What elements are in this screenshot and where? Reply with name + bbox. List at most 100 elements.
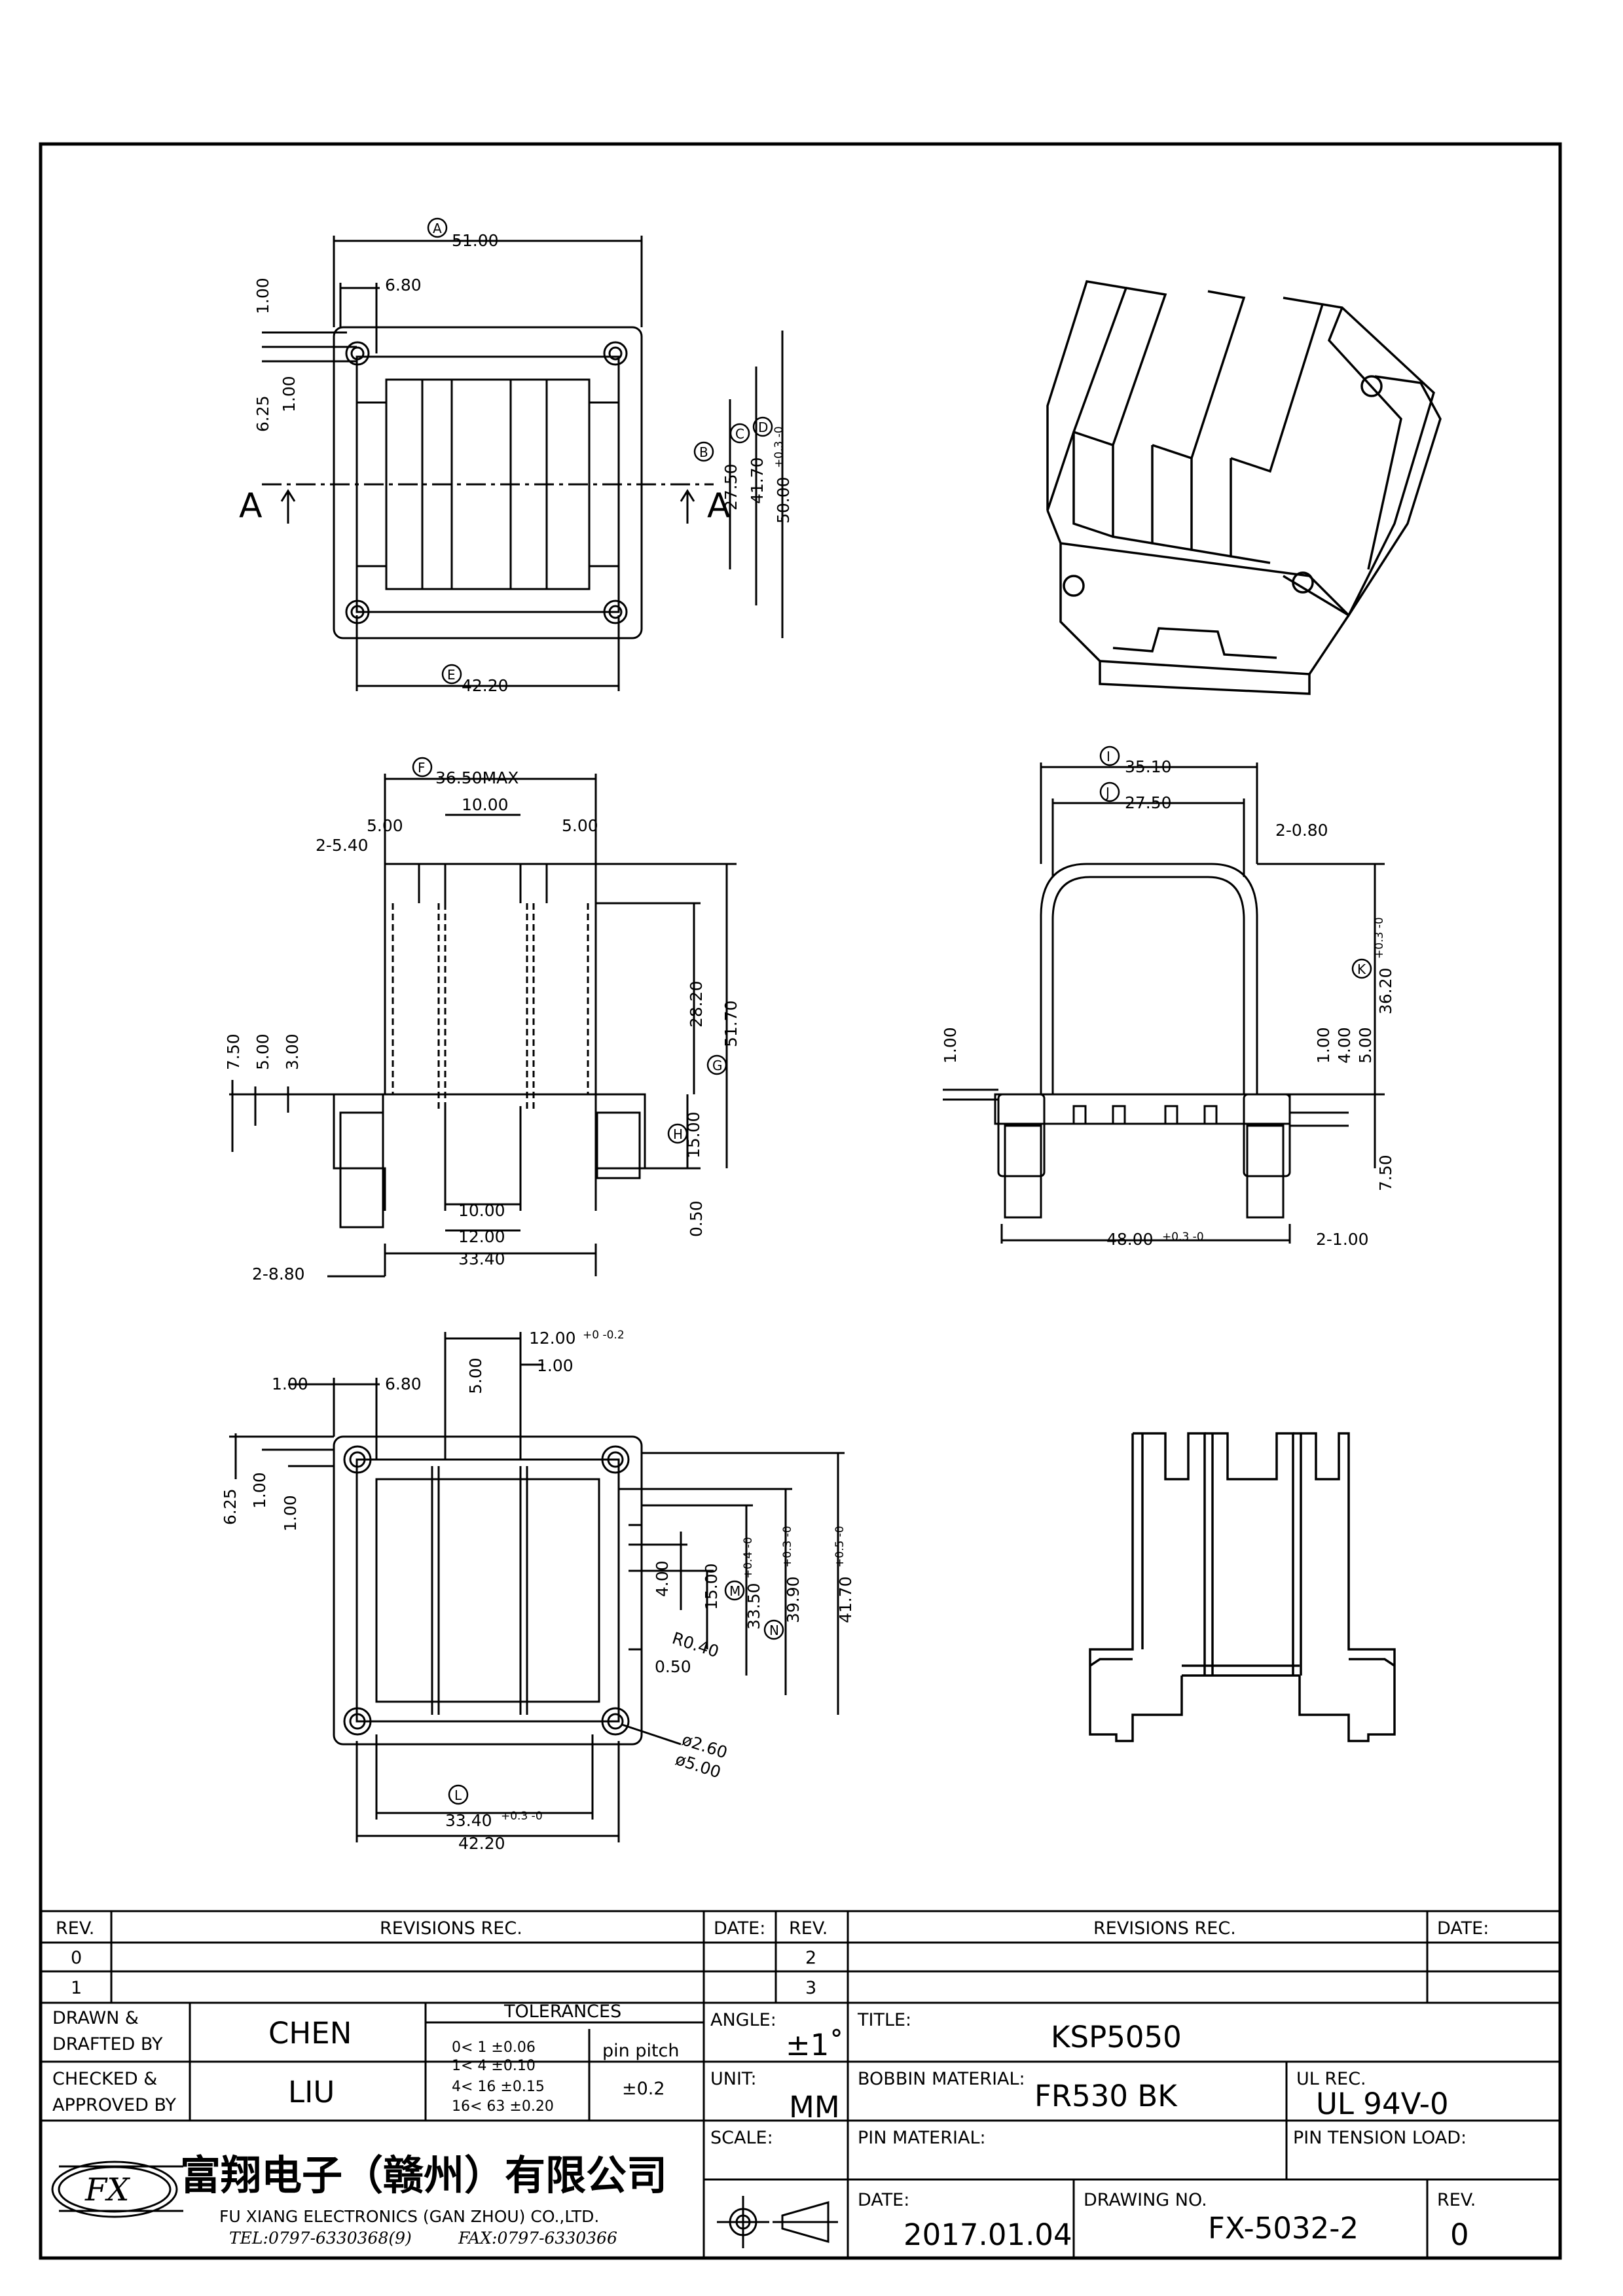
title-label: TITLE: [857, 2010, 911, 2030]
svg-text:K: K [1357, 961, 1366, 977]
svg-text:J: J [1104, 785, 1110, 800]
svg-text:N: N [769, 1623, 779, 1638]
drawn-value: CHEN [268, 2016, 352, 2051]
bottom-view-labels: 12.00 +0 -0.2 5.00 1.00 1.00 6.80 6.25 1… [221, 1329, 855, 1853]
checked-value: LIU [288, 2075, 335, 2109]
dim-D: 50.00 [774, 476, 793, 524]
svg-text:D: D [758, 420, 768, 435]
dim-3-00-front: 3.00 [283, 1033, 302, 1070]
section-view [1089, 1432, 1396, 1742]
company-tel: TEL:0797-6330368(9) [229, 2229, 412, 2248]
dim-H: 15.00 [684, 1111, 703, 1158]
company-name-en: FU XIANG ELECTRONICS (GAN ZHOU) CO.,LTD. [219, 2207, 599, 2226]
dim-1-00-side-a: 1.00 [941, 1027, 960, 1064]
tolerance-row-3: 16< 63 ±0.20 [452, 2098, 554, 2115]
company-fax: FAX:0797-6330366 [458, 2229, 617, 2248]
svg-text:C: C [735, 426, 744, 442]
dim-0-50-bottom: 0.50 [655, 1657, 691, 1676]
dim-41-70-bottom: 41.70 [836, 1576, 855, 1623]
dim-6-80-bottom: 6.80 [385, 1374, 422, 1393]
company-logo [51, 2161, 183, 2218]
svg-text:F: F [418, 760, 426, 776]
side-view-labels: I 35.10 J 27.50 2-0.80 K 36.20 +0.3 -0 1… [941, 745, 1395, 1249]
pin-material-label: PIN MATERIAL: [858, 2128, 986, 2148]
dim-B: 27.50 [721, 463, 740, 511]
projection-symbol [717, 2196, 838, 2248]
dim-5-00-front-a: 5.00 [367, 816, 403, 835]
isometric-view [1046, 280, 1442, 695]
svg-text:H: H [673, 1126, 683, 1142]
dim-K-tol: +0.3 -0 [1373, 917, 1386, 959]
rev-rec-header-right: REVISIONS REC. [1093, 1918, 1236, 1939]
dim-12-00-front: 12.00 [458, 1227, 505, 1246]
dim-5-00-front-b: 5.00 [562, 816, 598, 835]
dim-33-40-front: 33.40 [458, 1249, 505, 1268]
company-logo-text: FX [84, 2172, 130, 2208]
dim-C: 41.70 [748, 457, 767, 504]
dim-42-20-bottom: 42.20 [458, 1834, 505, 1853]
dim-M-tol: +0.4 -0 [742, 1537, 755, 1579]
dim-N-tol: +0.3 -0 [781, 1526, 794, 1568]
front-view [229, 774, 737, 1278]
rev-rec-header-left: REVISIONS REC. [380, 1918, 522, 1939]
rev-date-header-left: DATE: [714, 1918, 765, 1939]
dim-E: 42.20 [462, 676, 509, 695]
rev-header-left: REV. [56, 1918, 94, 1939]
dim-4-00-bottom: 4.00 [653, 1560, 672, 1597]
side-view [943, 762, 1385, 1244]
drawn-label-line2: DRAFTED BY [52, 2034, 163, 2054]
rev-date-header-right: DATE: [1437, 1918, 1489, 1939]
dim-48-00-tol: +0.3 -0 [1162, 1230, 1204, 1244]
dim-1-00-side-b: 1.00 [1314, 1027, 1333, 1064]
dim-28-20: 28.20 [687, 980, 706, 1028]
svg-text:I: I [1106, 749, 1110, 764]
top-view-labels: A 51.00 6.80 E 42.20 B C D 27.50 41.70 5… [239, 217, 793, 695]
dim-1-00-bottom-a: 1.00 [250, 1472, 269, 1509]
dim-G: 51.70 [721, 1000, 740, 1047]
dim-6-25-top: 6.25 [253, 395, 272, 432]
ul-rec-label: UL REC. [1296, 2069, 1366, 2089]
svg-text:M: M [729, 1583, 740, 1599]
pin-tension-label: PIN TENSION LOAD: [1293, 2128, 1467, 2148]
dim-7-50-side: 7.50 [1376, 1155, 1395, 1191]
dim-6-80-top: 6.80 [385, 276, 422, 295]
dim-5-00-front-h: 5.00 [253, 1033, 272, 1070]
rev-value: 0 [1450, 2217, 1469, 2252]
dim-1-00-top-b: 1.00 [280, 376, 299, 412]
rev-row-0: 0 [71, 1948, 82, 1968]
tolerance-row-0: 0< 1 ±0.06 [452, 2039, 536, 2056]
tolerances-label: TOLERANCES [503, 2001, 621, 2022]
dim-5-00-side: 5.00 [1356, 1027, 1375, 1064]
dim-2-0-80: 2-0.80 [1275, 821, 1328, 840]
angle-label: ANGLE: [710, 2010, 776, 2030]
dim-15-00-bottom: 15.00 [702, 1563, 721, 1610]
rev-label: REV. [1437, 2190, 1476, 2210]
revisions-table [41, 1910, 1560, 2004]
dim-1-00-top-a: 1.00 [253, 278, 272, 314]
bobbin-material-value: FR530 BK [1034, 2079, 1178, 2113]
ul-rec-value: UL 94V-0 [1316, 2087, 1449, 2121]
company-name-cn: 富翔电子（赣州）有限公司 [180, 2151, 667, 2199]
scale-label: SCALE: [710, 2128, 773, 2148]
bottom-view [229, 1332, 845, 1842]
sheet-border [39, 142, 1562, 2260]
checked-label-line2: APPROVED BY [52, 2095, 177, 2115]
unit-value: MM [789, 2090, 840, 2125]
rev-row-2: 2 [805, 1948, 816, 1968]
dim-1-00-bottom-top: 1.00 [537, 1356, 574, 1375]
date-value: 2017.01.04 [903, 2217, 1072, 2252]
dim-2-1-00: 2-1.00 [1316, 1230, 1369, 1249]
dim-slot-width: 2-5.40 [316, 836, 369, 855]
dim-12-00-bottom-tol: +0 -0.2 [583, 1329, 625, 1342]
top-view [262, 236, 784, 691]
drawing-no-value: FX-5032-2 [1208, 2211, 1359, 2246]
dim-1-00-bottom-left: 1.00 [272, 1374, 308, 1393]
drawing-no-label: DRAWING NO. [1084, 2190, 1207, 2210]
dim-K: 36.20 [1376, 967, 1395, 1014]
tolerance-row-1: 1< 4 ±0.10 [452, 2058, 536, 2074]
svg-text:E: E [447, 667, 456, 683]
date-label: DATE: [858, 2190, 909, 2210]
svg-text:G: G [712, 1058, 723, 1073]
title-block-grid [41, 2003, 1560, 2258]
section-label-left: A [239, 486, 263, 526]
